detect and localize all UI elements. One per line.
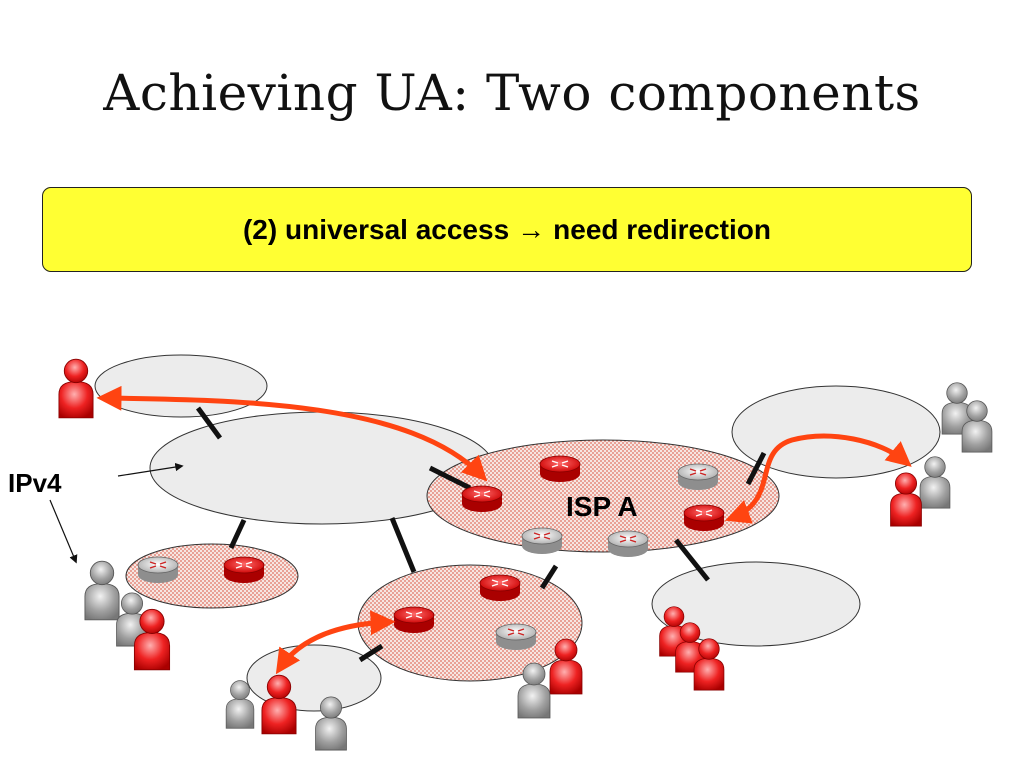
ipv4-cloud-top-left [94,354,268,418]
redirect-arrow [275,610,396,675]
router-icon [539,455,581,483]
router-icon [223,556,265,584]
link [539,564,559,590]
router-icon [607,530,649,558]
redirect-arrow [96,385,488,482]
router-icon [137,556,179,584]
slide-title: Achieving UA: Two components [103,64,921,122]
user-icon [84,560,120,621]
router-icon [461,485,503,513]
user-icon [58,358,94,419]
link [389,517,417,573]
link [674,538,710,582]
callout-arrow-icon: → [517,213,546,245]
user-icon [919,456,951,509]
isp-a-label: ISP A [566,491,638,522]
ipv4-cloud-right-bottom [651,561,861,647]
router-icon [393,606,435,634]
callout-box: (2) universal access → need redirection [42,187,972,272]
ipv4-pointer [49,499,78,564]
router-icon [479,574,521,602]
callout-background [42,187,972,272]
router-icon [683,504,725,532]
redirect-arrow [724,433,912,524]
user-icon [890,472,922,527]
callout-prefix: (2) universal access [242,213,510,245]
router-icon [677,463,719,491]
callout-suffix: need redirection [553,213,771,245]
ipv4-cloud-right-top [731,385,941,479]
link [228,518,247,550]
router-icon [495,623,537,651]
ipv4-pointer [117,462,184,477]
ipv4-label: IPv4 [8,468,62,498]
router-icon [521,527,563,555]
